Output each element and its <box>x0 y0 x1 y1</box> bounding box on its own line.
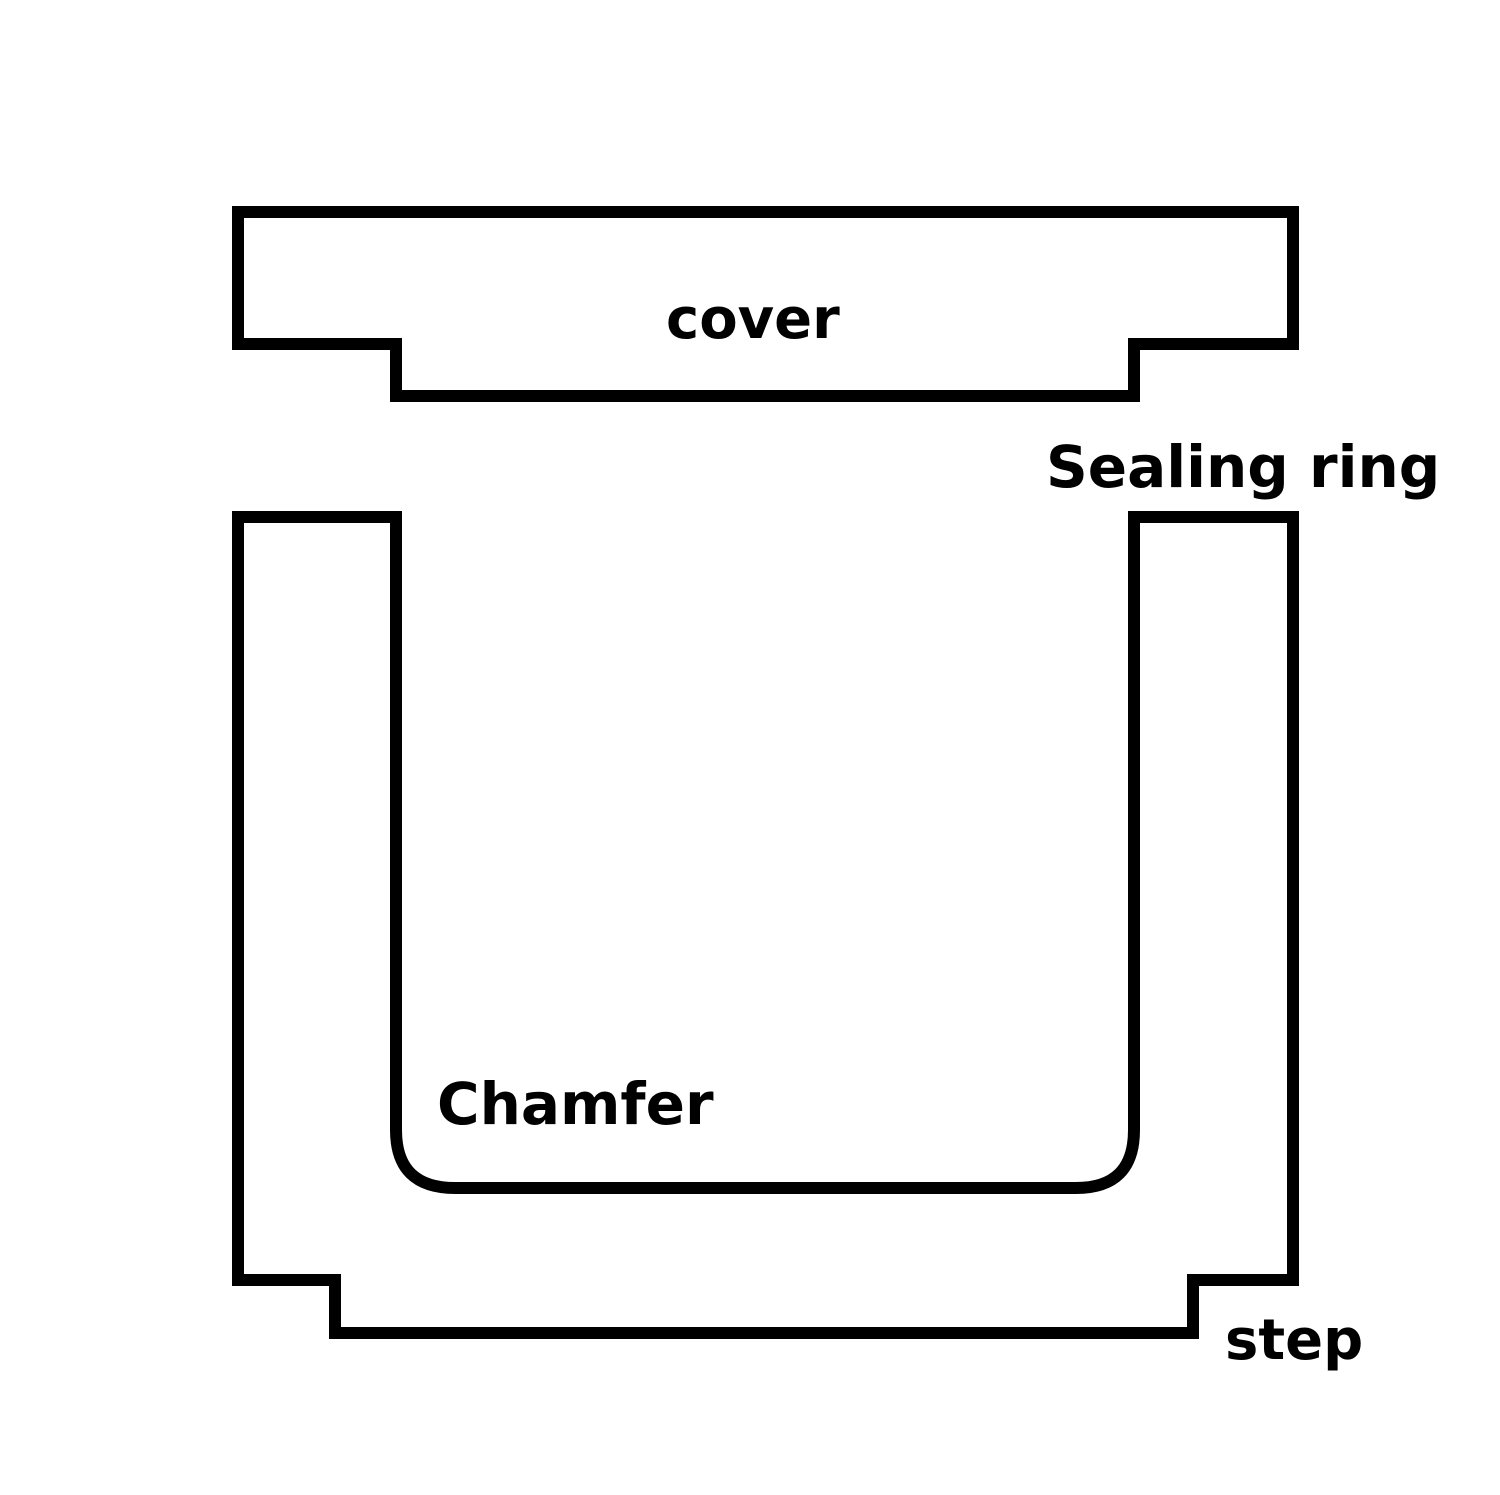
step-label: step <box>1225 1308 1364 1373</box>
channel-body-outline <box>232 511 1299 1339</box>
cover-label: cover <box>666 287 840 352</box>
sealing-ring-label: Sealing ring <box>1046 433 1441 501</box>
cover-outline <box>232 206 1299 402</box>
chamfer-label: Chamfer <box>437 1070 714 1138</box>
